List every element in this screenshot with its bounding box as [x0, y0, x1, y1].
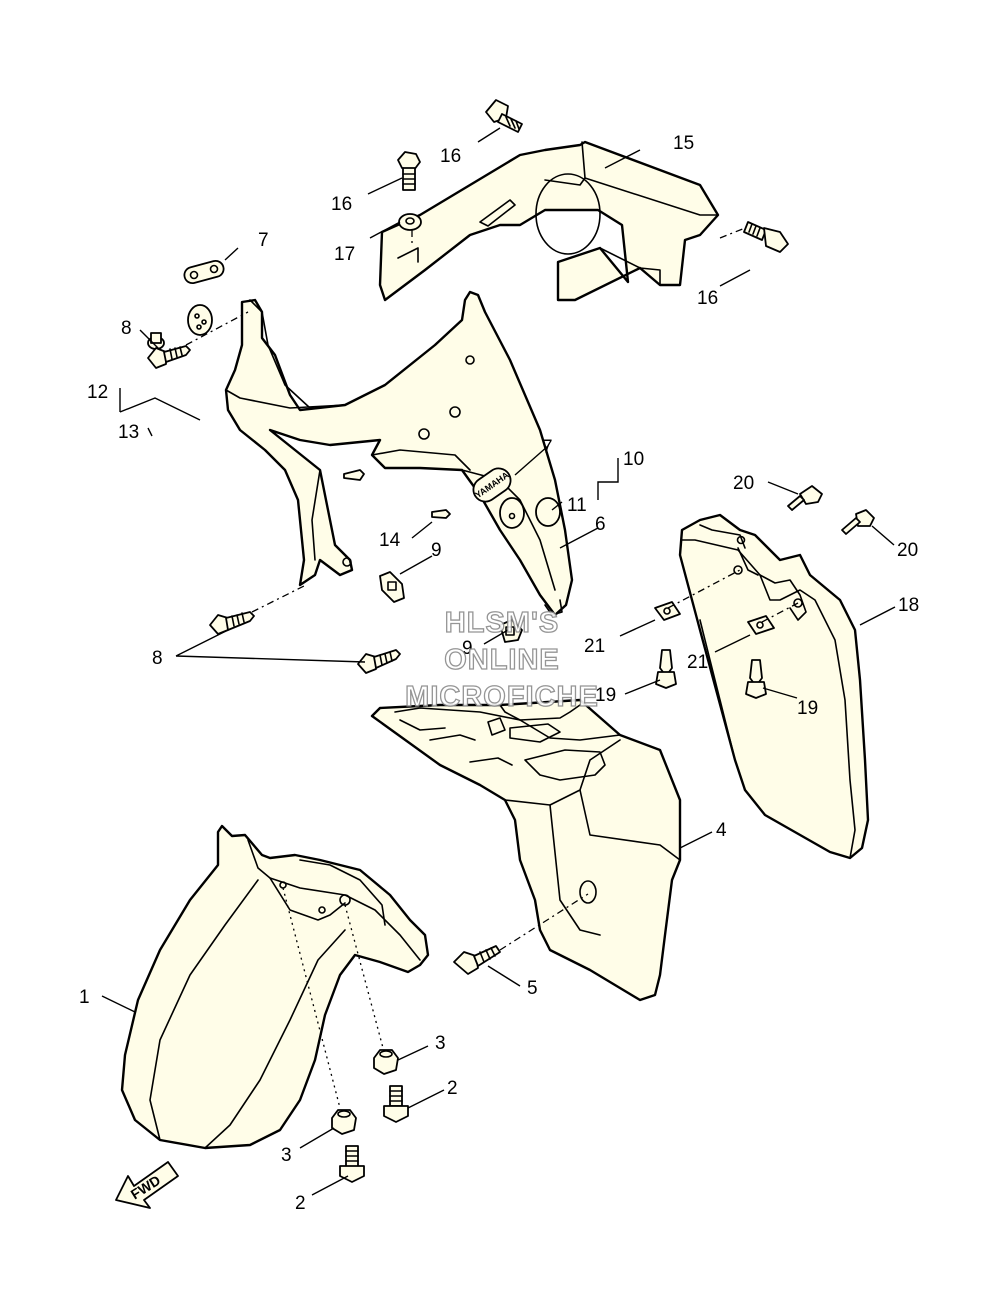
part-18-side-cover	[678, 513, 870, 860]
callout-20-a: 20	[733, 473, 754, 494]
callout-21-a: 21	[584, 636, 605, 657]
part-16-bolt-b	[397, 151, 421, 191]
callout-14: 14	[379, 530, 401, 551]
callout-16-a: 16	[440, 146, 461, 167]
callout-4: 4	[716, 820, 727, 841]
part-17-washer	[398, 213, 422, 231]
part-2-bolt-b	[339, 1145, 365, 1183]
part-21-clip-b	[747, 615, 775, 635]
part-2-bolt-a	[383, 1085, 409, 1123]
fwd-arrow-icon: FWD	[115, 1161, 179, 1209]
part-6-front-cover	[224, 290, 574, 617]
part-15-upper-cover	[378, 140, 720, 302]
callout-17: 17	[334, 244, 355, 265]
part-12-grommet	[187, 304, 213, 336]
callout-1: 1	[79, 987, 90, 1008]
callout-3-a: 3	[435, 1033, 446, 1054]
part-3-collar-a	[373, 1049, 399, 1075]
part-5-bolt	[453, 945, 501, 975]
part-4-inner-panel	[370, 698, 682, 1002]
callout-13: 13	[118, 422, 139, 443]
part-1-front-fender	[120, 824, 430, 1150]
callout-8-a: 8	[121, 318, 132, 339]
callout-7-b: 7	[542, 437, 553, 458]
watermark-line-1: HLSM'S	[445, 607, 559, 639]
watermark-line-2: ONLINE	[444, 644, 560, 676]
part-8-screw-a	[147, 345, 191, 369]
part-8-screw-c	[357, 649, 401, 674]
callout-8-b: 8	[152, 648, 163, 669]
part-19-screw-b	[745, 659, 767, 699]
callout-2-a: 2	[447, 1078, 458, 1099]
callout-18: 18	[898, 595, 919, 616]
part-14-screw-a	[343, 469, 365, 481]
part-20-screw-b	[841, 509, 875, 535]
callout-11: 11	[567, 495, 587, 516]
watermark-line-3: MICROFICHE	[405, 681, 599, 713]
part-14-screw-b	[431, 509, 451, 519]
callout-16-b: 16	[331, 194, 352, 215]
callout-19-b: 19	[797, 698, 818, 719]
callout-15: 15	[673, 133, 694, 154]
callout-6: 6	[595, 514, 606, 535]
part-7-spacer	[183, 259, 225, 285]
callout-5: 5	[527, 978, 538, 999]
callout-19-a: 19	[595, 685, 616, 706]
part-8-screw-b	[209, 611, 255, 635]
part-21-clip-a	[654, 601, 681, 621]
part-3-collar-b	[331, 1109, 357, 1135]
callout-16-c: 16	[697, 288, 718, 309]
part-19-screw-a	[655, 649, 677, 689]
part-13-collar	[147, 332, 165, 350]
callout-21-b: 21	[687, 652, 708, 673]
callout-10: 10	[623, 449, 644, 470]
callout-12: 12	[87, 382, 108, 403]
callout-9-b: 9	[462, 638, 473, 659]
part-9-clip-a	[379, 571, 405, 603]
callout-2-b: 2	[295, 1193, 306, 1214]
watermark: HLSM'S ONLINE MICROFICHE	[405, 606, 599, 713]
callout-3-b: 3	[281, 1145, 292, 1166]
callout-9-a: 9	[431, 540, 442, 561]
part-16-bolt-c	[743, 221, 789, 253]
part-20-screw-a	[787, 485, 823, 511]
part-16-bolt-a	[485, 99, 523, 133]
callout-7-a: 7	[258, 230, 269, 251]
part-11-cap	[535, 497, 561, 527]
callout-20-b: 20	[897, 540, 918, 561]
